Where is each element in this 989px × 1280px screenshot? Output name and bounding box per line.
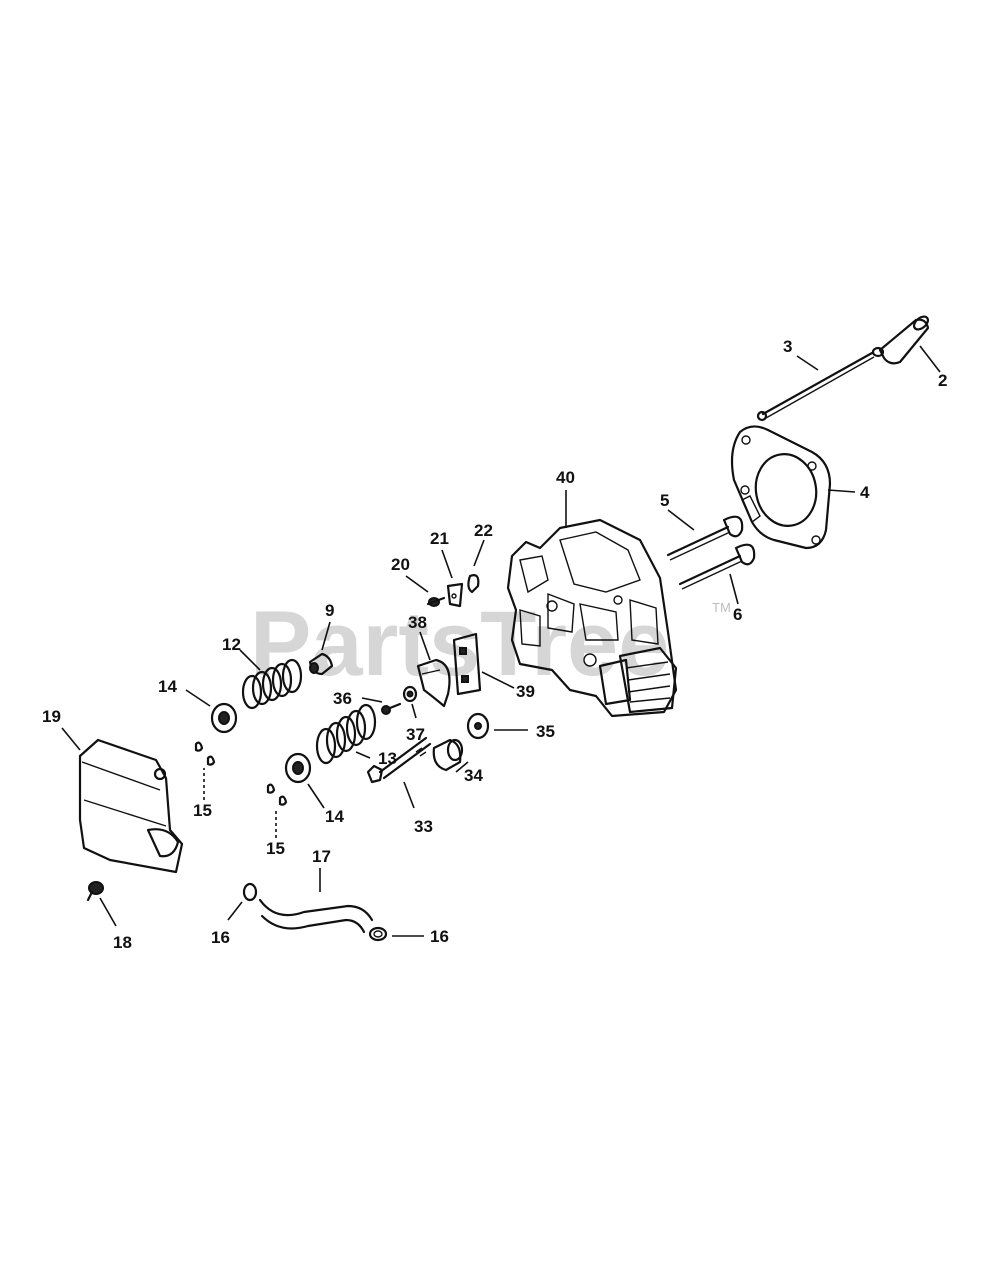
callout-19: 19 bbox=[42, 707, 61, 726]
part-2-tappet[interactable] bbox=[871, 314, 930, 365]
part-36-bolt[interactable] bbox=[381, 702, 402, 715]
callout-16-left: 16 bbox=[211, 928, 230, 947]
callout-21: 21 bbox=[430, 529, 449, 548]
part-4-head-gasket[interactable] bbox=[730, 425, 832, 550]
callout-13: 13 bbox=[378, 749, 397, 768]
part-6-valve[interactable] bbox=[678, 543, 756, 590]
callout-34: 34 bbox=[464, 766, 483, 785]
callout-2: 2 bbox=[938, 371, 947, 390]
callout-37: 37 bbox=[406, 725, 425, 744]
part-18-screw[interactable] bbox=[86, 881, 104, 902]
part-16-clamp-right[interactable] bbox=[368, 926, 388, 942]
callout-18: 18 bbox=[113, 933, 132, 952]
callout-9: 9 bbox=[325, 601, 334, 620]
part-38-deflector[interactable] bbox=[416, 658, 451, 708]
part-35-washer[interactable] bbox=[466, 712, 490, 740]
callout-33: 33 bbox=[414, 817, 433, 836]
part-12-valve-spring[interactable] bbox=[241, 658, 303, 710]
callout-22: 22 bbox=[474, 521, 493, 540]
part-14-spring-retainer-lower[interactable] bbox=[284, 752, 312, 784]
callout-3: 3 bbox=[783, 337, 792, 356]
callout-15-upper: 15 bbox=[193, 801, 212, 820]
part-40-cylinder-head[interactable] bbox=[506, 518, 678, 718]
watermark-text: PartsTree bbox=[250, 593, 669, 695]
callout-36: 36 bbox=[333, 689, 352, 708]
callout-12: 12 bbox=[222, 635, 241, 654]
watermark-trademark: TM bbox=[712, 600, 731, 615]
callout-5: 5 bbox=[660, 491, 669, 510]
callout-40: 40 bbox=[556, 468, 575, 487]
part-21-bracket[interactable] bbox=[446, 582, 464, 608]
part-20-screw[interactable] bbox=[426, 596, 446, 607]
part-39-plate[interactable] bbox=[452, 632, 482, 696]
leader-lines bbox=[61, 345, 941, 937]
watermark: PartsTree TM bbox=[250, 593, 731, 695]
callout-17: 17 bbox=[312, 847, 331, 866]
part-22-clip[interactable] bbox=[467, 574, 480, 594]
part-19-valve-cover[interactable] bbox=[78, 738, 184, 874]
part-15-keepers-lower[interactable] bbox=[266, 783, 288, 806]
callout-16-right: 16 bbox=[430, 927, 449, 946]
part-17-breather-hose[interactable] bbox=[258, 898, 374, 934]
part-13-valve-spring[interactable] bbox=[315, 703, 377, 765]
part-16-clamp-left[interactable] bbox=[242, 882, 258, 902]
part-34-rocker-pivot[interactable] bbox=[432, 738, 464, 772]
callout-6: 6 bbox=[733, 605, 742, 624]
callout-15-lower: 15 bbox=[266, 839, 285, 858]
callout-39: 39 bbox=[516, 682, 535, 701]
callout-38: 38 bbox=[408, 613, 427, 632]
callout-labels: 3 2 4 5 6 40 20 21 22 38 39 9 12 14 19 3… bbox=[42, 337, 947, 952]
callout-35: 35 bbox=[536, 722, 555, 741]
callout-4: 4 bbox=[860, 483, 870, 502]
part-37-nut[interactable] bbox=[402, 685, 418, 703]
part-9-valve-cap[interactable] bbox=[308, 652, 334, 676]
callout-20: 20 bbox=[391, 555, 410, 574]
part-15-keepers-upper[interactable] bbox=[194, 741, 216, 766]
part-33-rocker-stud[interactable] bbox=[366, 736, 432, 784]
callout-14-upper: 14 bbox=[158, 677, 177, 696]
part-5-valve[interactable] bbox=[666, 515, 744, 561]
callout-14-lower: 14 bbox=[325, 807, 344, 826]
part-14-spring-retainer-upper[interactable] bbox=[210, 702, 238, 734]
part-3-push-rod[interactable] bbox=[756, 351, 875, 422]
